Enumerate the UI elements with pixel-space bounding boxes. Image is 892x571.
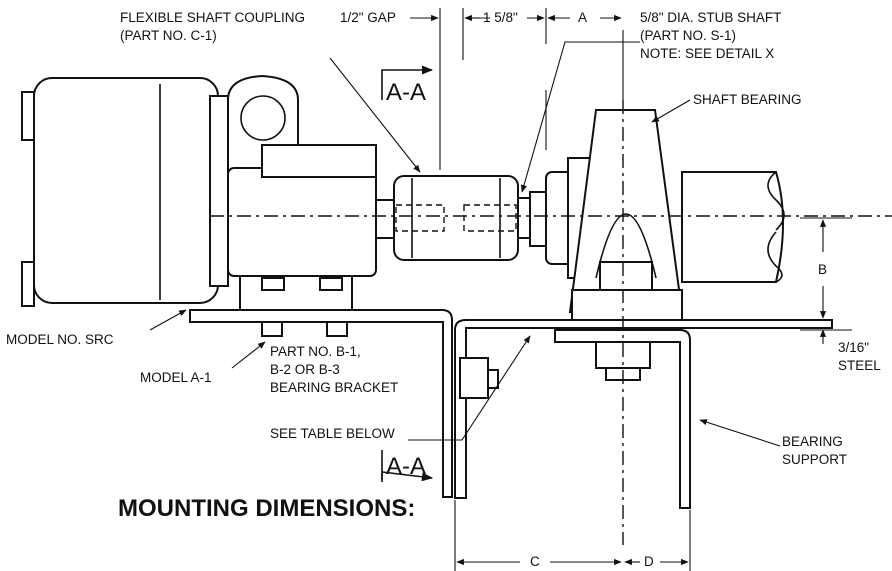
steel-label-line1: 3/16" [838,340,869,355]
stub-shaft-label-line3: NOTE: SEE DETAIL X [640,46,774,61]
stub-shaft-label-line1: 5/8" DIA. STUB SHAFT [640,10,781,25]
gap-label: 1/2" GAP [340,10,396,25]
motor-bracket [189,275,453,498]
dim-a-label: A [578,10,587,25]
shaft-bearing [545,109,785,325]
dim-d-label: D [644,554,654,569]
model-a1-label: MODEL A-1 [140,370,212,385]
dim-1-5-8-label: 1 5/8" [483,10,518,25]
bearing-bracket [454,319,833,509]
bracket-label-line4: SEE TABLE BELOW [270,426,395,441]
coupling-label-line2: (PART NO. C-1) [120,28,217,43]
dimension-lines [410,8,852,571]
leader-lines [149,41,781,447]
bearing-support-label-line1: BEARING [782,434,843,449]
stub-shaft-label-line2: (PART NO. S-1) [640,28,736,43]
coupling-label-line1: FLEXIBLE SHAFT COUPLING [120,10,305,25]
dim-c-label: C [530,554,540,569]
mounting-dimensions-heading: MOUNTING DIMENSIONS: [118,495,415,522]
model-src-label: MODEL NO. SRC [6,332,114,347]
section-label-bottom: A-A [386,453,426,480]
flexible-shaft-coupling [393,175,547,261]
section-label-top: A-A [386,79,426,106]
bracket-label-line1: PART NO. B-1, [270,344,361,359]
steel-label-line2: STEEL [838,358,881,373]
motor-body [21,74,397,307]
section-marker-top: A-A [381,65,434,106]
dim-b-label: B [818,262,827,277]
bracket-label-line2: B-2 OR B-3 [270,362,340,377]
bracket-label-line3: BEARING BRACKET [270,380,398,395]
bearing-support-label-line2: SUPPORT [782,452,847,467]
shaft-bearing-label: SHAFT BEARING [693,92,802,107]
section-marker-bottom: A-A [381,450,434,482]
